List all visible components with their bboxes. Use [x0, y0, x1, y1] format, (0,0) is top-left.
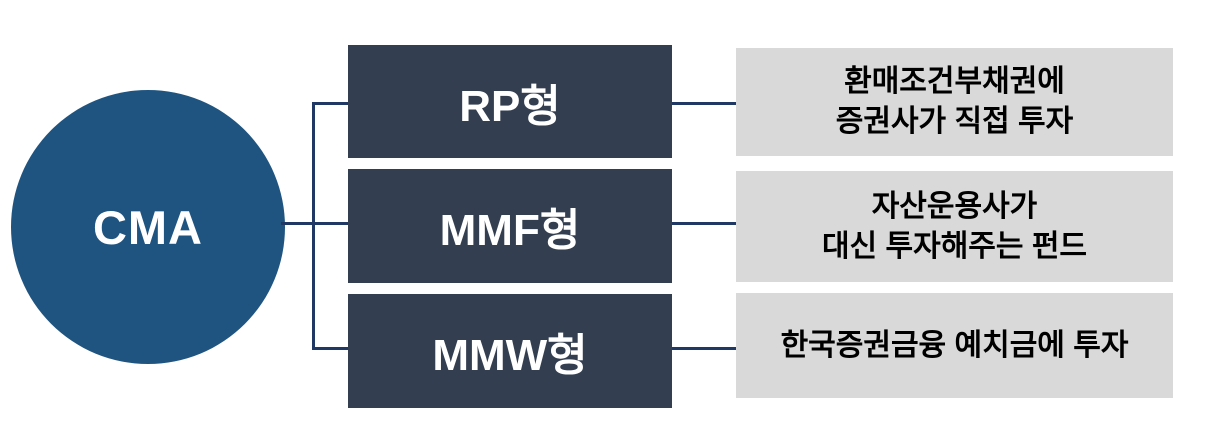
description-mmf-line2: 대신 투자해주는 펀드: [821, 229, 1088, 263]
type-box-mmw: MMW형: [348, 294, 672, 408]
description-rp-line1: 환매조건부채권에: [844, 65, 1065, 98]
type-box-rp: RP형: [348, 45, 672, 158]
connector-mmw-to-desc: [672, 347, 736, 350]
type-box-rp-label: RP형: [459, 81, 561, 131]
type-box-mmf: MMF형: [348, 169, 672, 283]
description-box-mmf: 자산운용사가 대신 투자해주는 펀드: [736, 171, 1173, 282]
connector-mmf-to-desc: [672, 222, 736, 225]
description-box-mmw: 한국증권금융 예치금에 투자: [736, 293, 1173, 398]
description-mmw-line1: 한국증권금융 예치금에 투자: [780, 328, 1129, 362]
description-rp-line2: 증권사가 직접 투자: [835, 105, 1074, 138]
description-mmf-line1: 자산운용사가: [871, 189, 1038, 223]
connector-trunk-to-mmw: [312, 347, 348, 350]
connector-trunk-vertical: [312, 102, 315, 350]
type-box-mmw-label: MMW형: [432, 331, 588, 380]
type-box-mmf-label: MMF형: [439, 206, 581, 255]
cma-root-circle: CMA: [11, 90, 285, 364]
description-box-rp: 환매조건부채권에 증권사가 직접 투자: [736, 48, 1173, 156]
connector-trunk-to-rp: [312, 102, 348, 105]
connector-rp-to-desc: [672, 102, 736, 105]
cma-root-label: CMA: [92, 200, 204, 254]
